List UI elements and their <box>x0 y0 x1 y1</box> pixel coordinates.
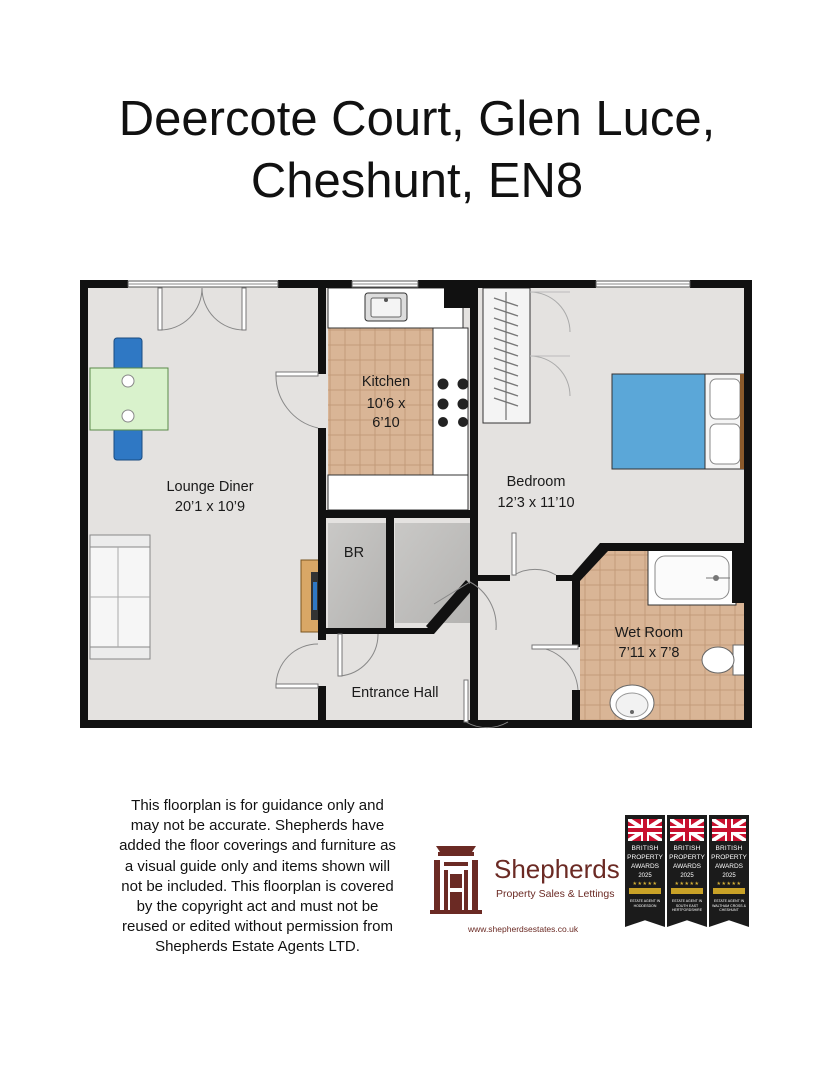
award-line-2: PROPERTY <box>627 854 663 861</box>
disclaimer-line: reused or edited without permission from <box>122 918 393 936</box>
award-line-1: BRITISH <box>715 845 743 852</box>
award-line-2: PROPERTY <box>711 854 747 861</box>
kitchen-size-2: 6’10 <box>372 415 399 431</box>
award-year: 2025 <box>638 873 652 879</box>
brand-tagline: Property Sales & Lettings <box>496 888 615 900</box>
toilet <box>701 644 746 676</box>
brand-name: Shepherds <box>494 854 620 884</box>
kitchen-size-1: 10’6 x <box>367 396 406 412</box>
disclaimer-line: This floorplan is for guidance only and <box>131 797 384 814</box>
award-stars-icon: ★★★★★ <box>674 881 700 887</box>
interior-walls <box>318 282 746 726</box>
award-line-3: AWARDS <box>630 863 660 870</box>
title-line-2: Cheshunt, EN8 <box>250 154 584 208</box>
hob <box>437 378 469 427</box>
kitchen-counter-bottom <box>327 474 469 511</box>
award-line-2: PROPERTY <box>669 854 705 861</box>
wetroom-label: Wet Room <box>615 625 683 641</box>
award-line-3: AWARDS <box>714 863 744 870</box>
disclaimer-text: This floorplan is for guidance only and … <box>80 796 435 958</box>
award-line-1: BRITISH <box>673 845 701 852</box>
disclaimer-line: by the copyright act and must not be <box>136 898 379 916</box>
award-gold-ribbon <box>713 888 745 894</box>
wetroom-size: 7’11 x 7’8 <box>619 645 680 661</box>
kitchen-floor <box>328 328 433 475</box>
disclaimer-line: Shepherds Estate Agents LTD. <box>155 938 360 956</box>
award-category: ESTATE AGENT IN HODDESDON <box>629 899 661 908</box>
dining-table <box>89 337 169 461</box>
bath <box>647 549 737 606</box>
lounge-size: 20’1 x 10’9 <box>175 499 245 515</box>
award-stars-icon: ★★★★★ <box>632 881 658 887</box>
union-flag-icon <box>628 819 662 841</box>
award-line-1: BRITISH <box>631 845 659 852</box>
shepherds-brand: Shepherds Property Sales & Lettings www.… <box>428 840 628 940</box>
property-title: Deercote Court, Glen Luce, Cheshunt, EN8 <box>0 88 834 212</box>
br-label: BR <box>344 545 364 561</box>
award-badge: BRITISH PROPERTY AWARDS 2025 ★★★★★ ESTAT… <box>625 815 665 927</box>
award-stars-icon: ★★★★★ <box>716 881 742 887</box>
award-badge: BRITISH PROPERTY AWARDS 2025 ★★★★★ ESTAT… <box>709 815 749 927</box>
lounge-label: Lounge Diner <box>166 479 253 495</box>
br-floor <box>328 523 386 628</box>
disclaimer-line: not be included. This floorplan is cover… <box>121 877 394 895</box>
disclaimer-line: a visual guide only and items shown will <box>124 857 391 875</box>
wardrobe <box>482 287 571 424</box>
award-year: 2025 <box>680 873 694 879</box>
bedroom-label: Bedroom <box>507 474 566 490</box>
tv-unit <box>300 559 320 633</box>
kitchen-label: Kitchen <box>362 374 410 390</box>
award-gold-ribbon <box>629 888 661 894</box>
award-category: ESTATE AGENT IN WALTHAM CROSS & CHESHUNT <box>712 899 746 912</box>
award-gold-ribbon <box>671 888 703 894</box>
door-panels <box>157 287 579 723</box>
award-category: ESTATE AGENT IN SOUTH EAST HERTFORDSHIRE <box>671 899 703 912</box>
cupboard-angled-wall <box>426 580 474 634</box>
award-year: 2025 <box>722 873 736 879</box>
cupboard-floor <box>395 523 470 623</box>
double-bed <box>611 373 746 470</box>
award-line-3: AWARDS <box>672 863 702 870</box>
basin <box>609 684 655 722</box>
hall-label: Entrance Hall <box>351 685 438 701</box>
wetroom-angled-wall <box>572 543 608 581</box>
disclaimer-line: may not be accurate. Shepherds have <box>130 817 385 835</box>
bedroom-size: 12’3 x 11’10 <box>497 495 574 511</box>
sofa <box>89 534 151 660</box>
union-flag-icon <box>670 819 704 841</box>
brand-url: www.shepherdsestates.co.uk <box>468 924 579 934</box>
kitchen-sink <box>364 292 408 322</box>
disclaimer-line: added the floor coverings and furniture … <box>119 837 396 855</box>
outer-walls <box>80 280 752 728</box>
house-logo-icon <box>430 846 482 914</box>
award-badge: BRITISH PROPERTY AWARDS 2025 ★★★★★ ESTAT… <box>667 815 707 927</box>
title-line-1: Deercote Court, Glen Luce, <box>118 92 716 146</box>
union-flag-icon <box>712 819 746 841</box>
award-badges: BRITISH PROPERTY AWARDS 2025 ★★★★★ ESTAT… <box>625 815 750 933</box>
